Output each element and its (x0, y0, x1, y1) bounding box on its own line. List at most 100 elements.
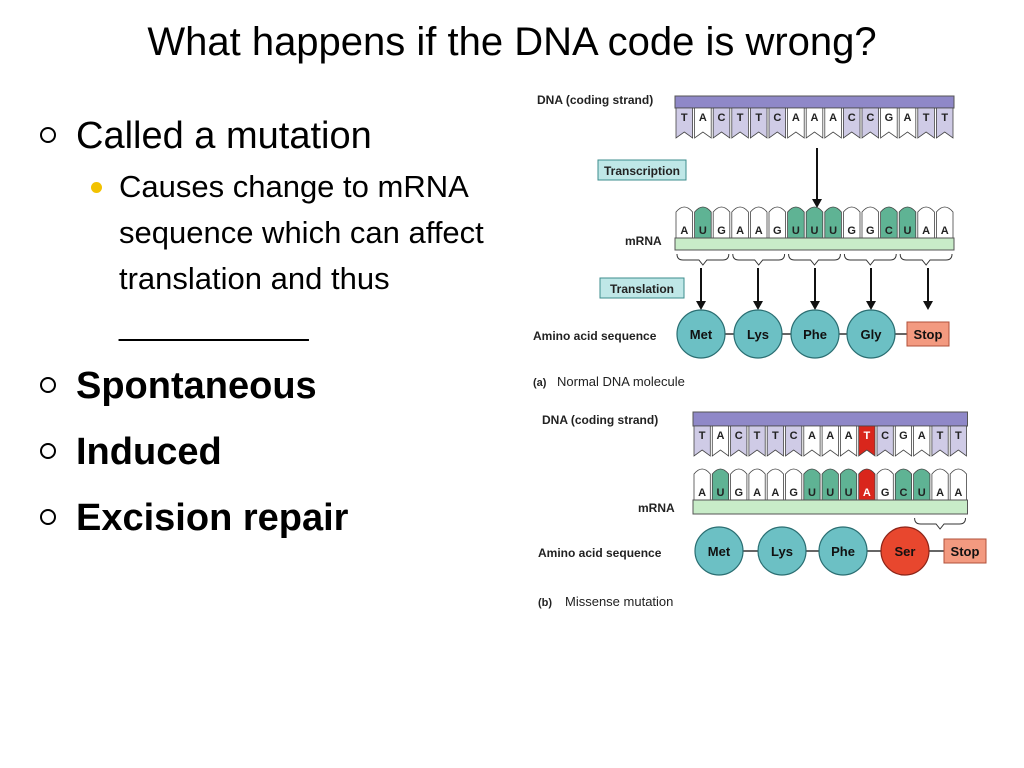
mrna-base-letter: U (826, 487, 834, 499)
dna-base-tile (785, 425, 803, 457)
amino-acid-label: Gly (861, 327, 883, 342)
dna-base-letter: T (863, 430, 870, 442)
mrna-base-letter: U (904, 225, 912, 237)
mrna-base-tile (694, 206, 712, 239)
dna-base-tile (861, 107, 879, 139)
bullet-spontaneous: Spontaneous (36, 358, 506, 414)
mrna-base-letter: U (845, 487, 853, 499)
amino-acid-label: Phe (831, 544, 855, 559)
dna-base-letter: A (829, 112, 837, 124)
bullet-text: Spontaneous (76, 365, 317, 407)
dna-backbone (674, 95, 955, 109)
bullet-induced: Induced (36, 424, 506, 480)
dna-base-letter: C (773, 112, 781, 124)
dna-base-tile (843, 107, 861, 139)
dna-base-letter: C (735, 430, 743, 442)
dna-base-letter: T (699, 430, 706, 442)
dna-base-tile (913, 425, 931, 457)
mrna-base-letter: A (954, 487, 962, 499)
mrna-base-letter: A (941, 225, 949, 237)
mrna-base-letter: A (680, 225, 688, 237)
dna-base-letter: G (885, 112, 894, 124)
dna-base-letter: T (737, 112, 744, 124)
amino-acid-circle (757, 526, 807, 576)
mrna-base-letter: G (717, 225, 726, 237)
process-label: Translation (610, 282, 674, 296)
bullet-text: Called a mutation (76, 115, 372, 157)
mrna-base-letter: U (792, 225, 800, 237)
diagram-label: (b) (538, 597, 552, 609)
codon-brace-icon (676, 253, 730, 266)
dna-base-tile (803, 425, 821, 457)
dna-base-tile (768, 107, 786, 139)
dna-base-letter: T (941, 112, 948, 124)
diagram-label: Missense mutation (565, 594, 673, 609)
mrna-base-tile (936, 206, 954, 239)
bullet-text: Excision repair (76, 497, 349, 539)
codon-brace-icon (732, 253, 786, 266)
diagram-label: mRNA (638, 501, 675, 515)
dna-base-tile (894, 425, 912, 457)
dna-base-letter: A (699, 112, 707, 124)
mrna-base-tile (858, 468, 876, 501)
mrna-base-letter: U (811, 225, 819, 237)
dna-base-tile (675, 107, 693, 139)
fill-in-blank: ___________ (119, 307, 309, 342)
dna-base-letter: T (754, 430, 761, 442)
dna-base-tile (931, 425, 949, 457)
mrna-base-letter: G (847, 225, 856, 237)
dna-base-tile (748, 425, 766, 457)
mrna-base-tile (894, 468, 912, 501)
hollow-circle-bullet-icon (40, 443, 56, 459)
mrna-base-tile (805, 206, 824, 239)
mrna-base-tile (766, 468, 784, 501)
mrna-base-tile (750, 206, 768, 239)
mrna-base-tile (913, 468, 931, 501)
dna-base-tile (787, 107, 805, 139)
mrna-base-letter: G (881, 487, 890, 499)
diagram-label: DNA (coding strand) (537, 93, 653, 107)
mrna-base-tile (768, 206, 786, 239)
dna-base-tile (750, 107, 768, 139)
dna-base-tile (898, 107, 917, 139)
mrna-base-tile (840, 468, 858, 501)
dna-base-tile (936, 107, 954, 139)
dna-base-tile (805, 107, 824, 139)
mrna-base-letter: A (922, 225, 930, 237)
dna-base-tile (693, 425, 711, 457)
codon-brace-icon (914, 517, 966, 530)
mrna-base-letter: A (736, 225, 744, 237)
sub-bullet-text: Causes change to mRNA sequence which can… (119, 169, 484, 296)
stop-codon-box (906, 321, 950, 347)
bullet-list: Called a mutation Causes change to mRNA … (36, 108, 506, 546)
arrowhead-icon (696, 301, 706, 310)
mrna-base-tile (949, 468, 967, 501)
hollow-circle-bullet-icon (40, 377, 56, 393)
diagram-label: DNA (coding strand) (542, 413, 658, 427)
process-label: Transcription (604, 164, 680, 178)
amino-acid-circle (880, 526, 930, 576)
mrna-base-tile (931, 468, 949, 501)
bullet-text: Induced (76, 431, 222, 473)
bullet-called-a-mutation: Called a mutation (36, 108, 506, 164)
amino-acid-label: Stop (951, 544, 980, 559)
amino-acid-label: Lys (747, 327, 769, 342)
mrna-base-letter: U (716, 487, 724, 499)
amino-acid-circle (790, 309, 840, 359)
diagram-label: mRNA (625, 234, 662, 248)
diagram-label: Amino acid sequence (538, 546, 662, 560)
dna-base-tile (712, 107, 731, 139)
bullet-excision-repair: Excision repair (36, 490, 506, 546)
diagram-label: Amino acid sequence (533, 329, 657, 343)
dna-base-letter: A (716, 430, 724, 442)
dna-base-letter: C (866, 112, 874, 124)
arrowhead-icon (753, 301, 763, 310)
mrna-base-tile (712, 206, 731, 239)
dna-base-letter: T (681, 112, 688, 124)
dna-base-tile (731, 107, 749, 139)
mrna-base-tile (711, 468, 729, 501)
mrna-base-tile (693, 468, 711, 501)
dna-base-letter: T (955, 430, 962, 442)
mrna-base-letter: A (863, 487, 871, 499)
